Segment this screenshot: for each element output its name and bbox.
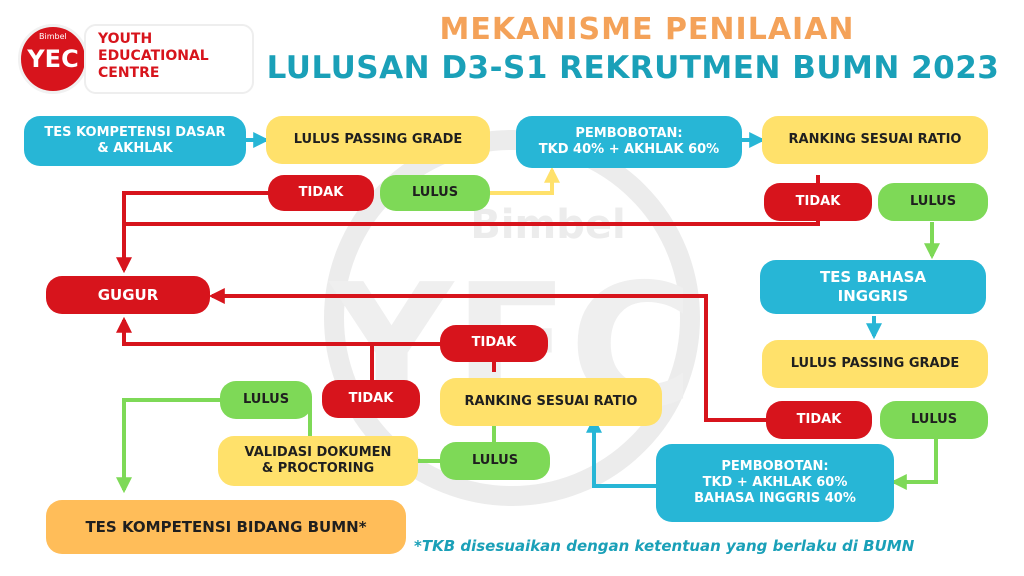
node-tes-kompetensi-bidang: TES KOMPETENSI BIDANG BUMN* (46, 500, 406, 554)
arrow-pembobotan2-to-ranking2 (586, 416, 656, 488)
page-title-line-2: LULUSAN D3-S1 REKRUTMEN BUMN 2023 (266, 50, 1000, 86)
arrow-tidak1-to-gugur (116, 191, 268, 274)
node-lulus-passing-grade-1: LULUS PASSING GRADE (266, 116, 490, 164)
node-tidak-2: TIDAK (764, 183, 872, 221)
footnote: *TKB disesuaikan dengan ketentuan yang b… (414, 537, 915, 555)
arrow-tidak3-to-gugur (208, 288, 766, 422)
node-pembobotan-1: PEMBOBOTAN: TKD 40% + AKHLAK 60% (516, 116, 742, 168)
node-tidak-4: TIDAK (440, 325, 548, 362)
node-tidak-3: TIDAK (766, 401, 872, 439)
node-gugur: GUGUR (46, 276, 210, 314)
logo-mark: YEC (27, 45, 79, 73)
node-tes-kompetensi-dasar: TES KOMPETENSI DASAR & AKHLAK (24, 116, 246, 166)
arrow-lulus5-to-tkb (116, 398, 220, 494)
node-lulus-4: LULUS (440, 442, 550, 480)
arrow-lulus1-to-pembobotan (490, 166, 560, 195)
logo-badge: YEC (18, 24, 88, 94)
arrow-tidak4-to-gugur (116, 316, 440, 346)
node-lulus-5: LULUS (220, 381, 312, 419)
node-pembobotan-2: PEMBOBOTAN: TKD + AKHLAK 60% BAHASA INGG… (656, 444, 894, 522)
logo-line-3: CENTRE (98, 64, 160, 81)
logo-small-text: Bimbel (39, 32, 67, 41)
node-tidak-5: TIDAK (322, 380, 420, 418)
node-tidak-1: TIDAK (268, 175, 374, 211)
node-lulus-2: LULUS (878, 183, 988, 221)
node-lulus-passing-grade-2: LULUS PASSING GRADE (762, 340, 988, 388)
node-ranking-1: RANKING SESUAI RATIO (762, 116, 988, 164)
page-title-line-1: MEKANISME PENILAIAN (439, 12, 855, 47)
logo-line-2: EDUCATIONAL (98, 47, 209, 64)
node-lulus-3: LULUS (880, 401, 988, 439)
node-tes-bahasa-inggris: TES BAHASA INGGRIS (760, 260, 986, 314)
logo-line-1: YOUTH (98, 31, 153, 47)
yec-logo: YEC Bimbel YOUTH EDUCATIONAL CENTRE (18, 22, 258, 96)
logo-text: YOUTH EDUCATIONAL CENTRE (84, 24, 254, 94)
node-ranking-2: RANKING SESUAI RATIO (440, 378, 662, 426)
arrow-lulus3-to-pembobotan2 (890, 438, 938, 490)
node-validasi: VALIDASI DOKUMEN & PROCTORING (218, 436, 418, 486)
node-lulus-1: LULUS (380, 175, 490, 211)
